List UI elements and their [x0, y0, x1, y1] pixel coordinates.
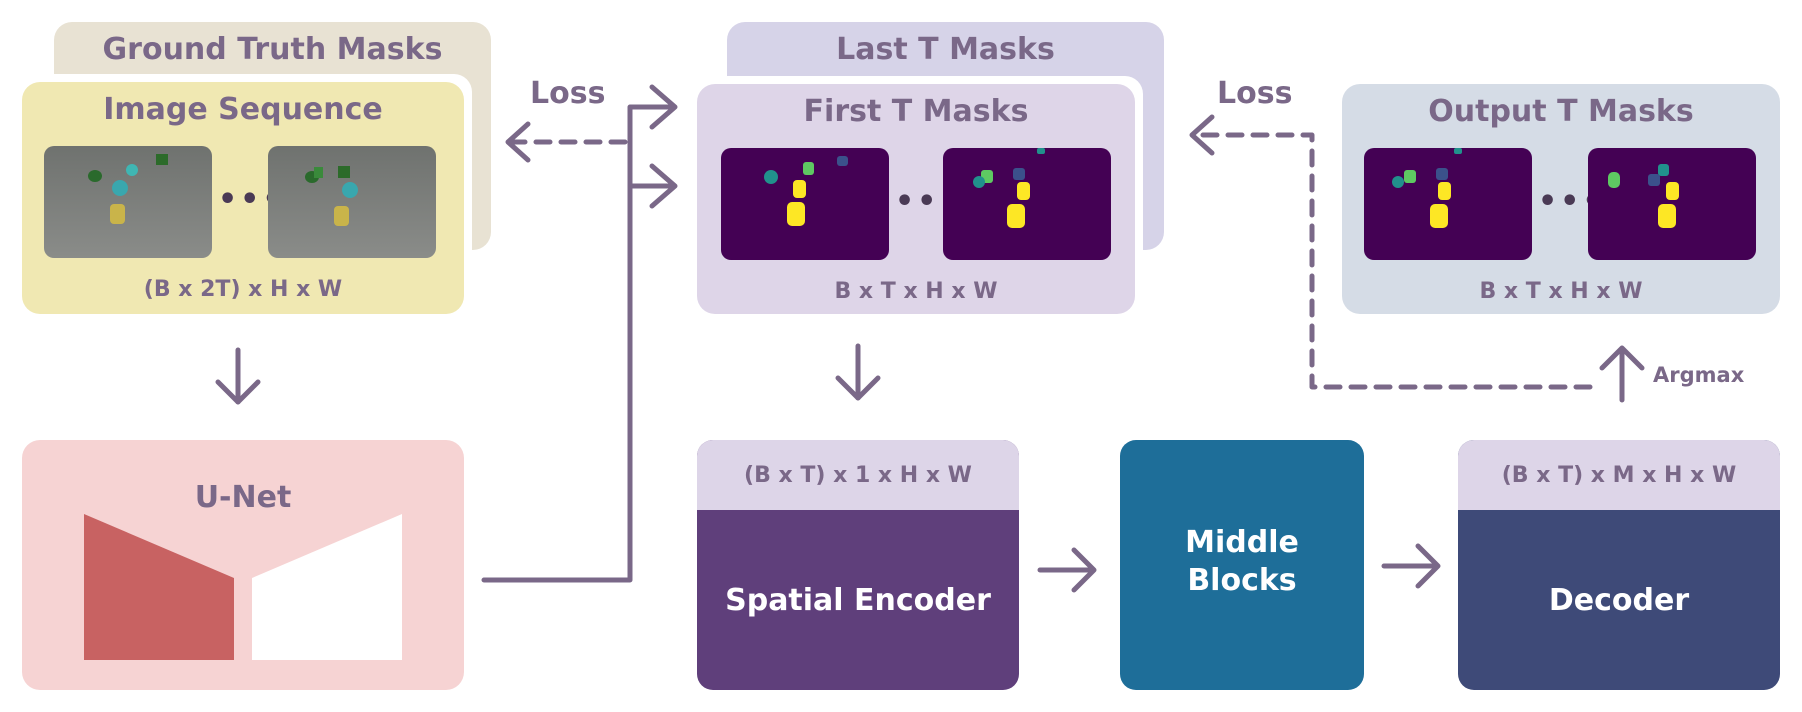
output-masks-dims: B x T x H x W	[1479, 279, 1643, 304]
mask-thumbnail-last	[943, 148, 1111, 260]
middle-blocks-label: Middle Blocks	[1185, 525, 1299, 598]
loss-label-left: Loss	[530, 76, 606, 111]
arrow-argmax-head	[1599, 345, 1645, 371]
connector-unet-to-last-masks-head	[649, 84, 678, 130]
image-sequence-card: Image Sequence ••• (B x 2T) x H x W	[22, 82, 464, 314]
output-mask-thumbnail-last	[1588, 148, 1756, 260]
arrow-middle-to-decoder-head	[1415, 543, 1441, 589]
output-mask-blobs-first	[1392, 148, 1462, 228]
image-sequence-title: Image Sequence	[103, 92, 383, 127]
middle-blocks-block: Middle Blocks	[1120, 440, 1364, 690]
last-t-masks-title: Last T Masks	[836, 32, 1055, 67]
unet-card: U-Net	[22, 440, 464, 690]
decoder-label: Decoder	[1548, 582, 1690, 618]
first-t-masks-card: First T Masks ••• B x T x H x W	[697, 84, 1135, 314]
unet-shape	[84, 514, 402, 660]
loss-label-right: Loss	[1217, 76, 1293, 111]
arrow-image-to-unet-head	[215, 379, 261, 405]
loss-arrow-right	[1191, 132, 1593, 390]
spatial-encoder-block: (B x T) x 1 x H x W Spatial Encoder	[697, 440, 1019, 690]
scene-objects-last	[305, 166, 358, 226]
loss-arrow-right-head	[1189, 114, 1215, 156]
decoder-block: (B x T) x M x H x W Decoder	[1458, 440, 1780, 690]
ground-truth-masks-title: Ground Truth Masks	[102, 32, 443, 67]
spatial-encoder-dims: (B x T) x 1 x H x W	[697, 440, 1019, 510]
loss-arrow-left-head	[505, 121, 531, 163]
output-t-masks-card: Output T Masks ••• B x T x H x W	[1342, 84, 1780, 314]
image-sequence-dims: (B x 2T) x H x W	[143, 277, 343, 302]
connector-unet-to-first-masks-head	[649, 163, 678, 209]
image-thumbnail-first	[44, 146, 212, 258]
spatial-encoder-label: Spatial Encoder	[725, 582, 991, 618]
connector-unet-to-masks	[481, 104, 675, 583]
decoder-dims: (B x T) x M x H x W	[1458, 440, 1780, 510]
image-thumbnail-last	[268, 146, 436, 258]
mask-blobs-last	[973, 148, 1045, 228]
scene-objects-first	[88, 154, 168, 224]
mask-thumbnail-first	[721, 148, 889, 260]
mask-blobs-first	[764, 156, 848, 226]
unet-title: U-Net	[194, 480, 292, 515]
first-t-masks-title: First T Masks	[803, 94, 1029, 129]
unet-decoder-shape	[252, 514, 402, 660]
first-masks-dims: B x T x H x W	[834, 279, 998, 304]
output-mask-thumbnail-first	[1364, 148, 1532, 260]
arrow-masks-to-encoder-head	[835, 375, 881, 401]
output-mask-blobs-last	[1608, 164, 1679, 228]
argmax-label: Argmax	[1653, 363, 1745, 387]
unet-encoder-shape	[84, 514, 234, 660]
arrow-encoder-to-middle-head	[1071, 547, 1097, 593]
output-t-masks-title: Output T Masks	[1428, 94, 1694, 129]
